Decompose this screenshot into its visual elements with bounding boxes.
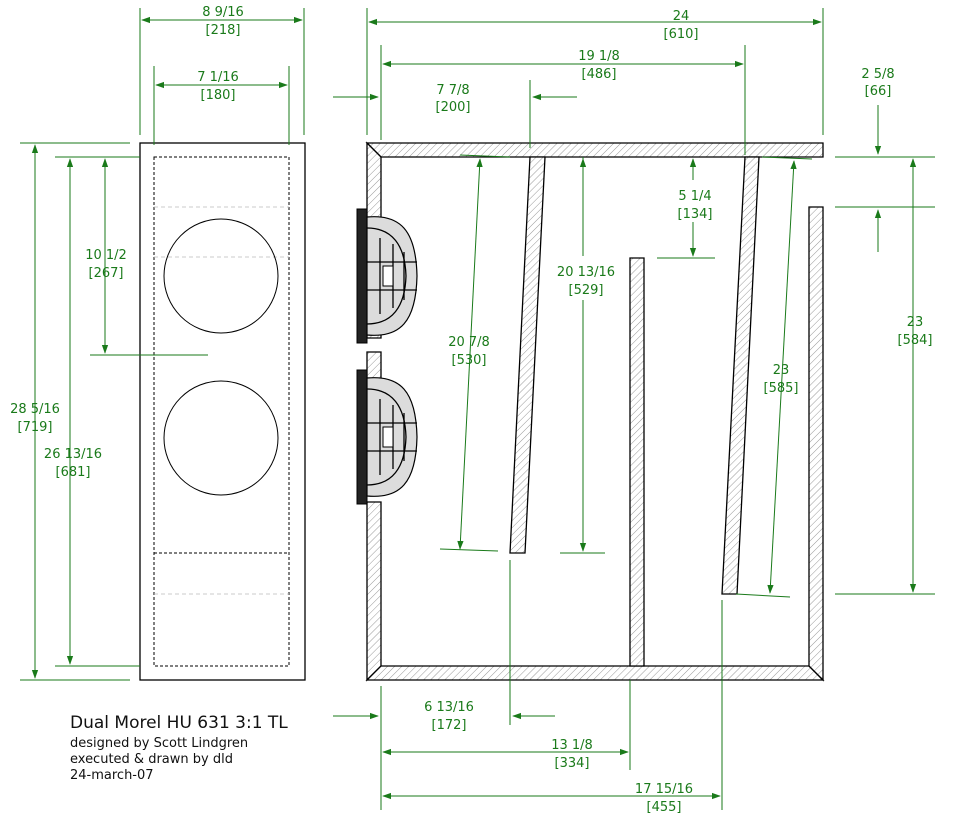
- front-baffle-outline: [139, 142, 306, 681]
- front-dimensions: [20, 8, 305, 681]
- terminus-gap-in: 2 5/8: [861, 67, 894, 82]
- first-divider-offset-mm: [200]: [436, 100, 471, 115]
- side-section: [365, 141, 825, 682]
- drawing-title: Dual Morel HU 631 3:1 TL: [70, 713, 288, 733]
- driver-center-offset-mm: [267]: [89, 266, 124, 281]
- side-outer-width-mm: [610]: [664, 27, 699, 42]
- bottom-first-offset-in: 6 13/16: [424, 700, 474, 715]
- front-inner-outline: [153, 156, 290, 667]
- top-wall: [365, 142, 824, 158]
- side-outer-width-in: 24: [673, 9, 690, 24]
- front-baffle-wall-lower: [366, 501, 382, 682]
- middle-divider-gap-in: 5 1/4: [678, 189, 711, 204]
- bottom-middle-offset-mm: [334]: [555, 756, 590, 771]
- bottom-second-offset-mm: [455]: [647, 800, 682, 815]
- lower-driver-cutout: [163, 380, 279, 496]
- first-divider-length-in: 20 7/8: [448, 335, 490, 350]
- front-inner-height-mm: [681]: [56, 465, 91, 480]
- front-view: [139, 142, 306, 681]
- side-dimensions: [333, 8, 935, 810]
- credit-designer: designed by Scott Lindgren: [70, 736, 248, 751]
- second-divider-length-in: 23: [773, 363, 790, 378]
- bottom-middle-offset-in: 13 1/8: [551, 738, 593, 753]
- top-divider-span-mm: [486]: [582, 67, 617, 82]
- credit-date: 24-march-07: [70, 768, 154, 783]
- front-outer-height-mm: [719]: [18, 420, 53, 435]
- upper-driver-flange: [356, 208, 368, 344]
- middle-divider-gap-mm: [134]: [678, 207, 713, 222]
- right-wall-height-in: 23: [907, 315, 924, 330]
- front-outer-width-in: 8 9/16: [202, 5, 244, 20]
- bottom-wall: [365, 665, 825, 681]
- rear-wall: [808, 206, 824, 682]
- front-baffle-wall-middle: [366, 351, 382, 381]
- front-inner-height-in: 26 13/16: [44, 447, 102, 462]
- front-inner-width-in: 7 1/16: [197, 70, 239, 85]
- upper-driver: [356, 208, 418, 344]
- top-divider-span-in: 19 1/8: [578, 49, 620, 64]
- bottom-first-offset-mm: [172]: [432, 718, 467, 733]
- middle-divider: [629, 257, 645, 667]
- middle-divider-length-mm: [529]: [569, 283, 604, 298]
- driver-center-offset-in: 10 1/2: [85, 248, 127, 263]
- upper-driver-cutout: [163, 218, 279, 334]
- second-slanted-divider: [721, 156, 760, 595]
- bottom-second-offset-in: 17 15/16: [635, 782, 693, 797]
- first-divider-offset-in: 7 7/8: [436, 83, 469, 98]
- first-divider-length-mm: [530]: [452, 353, 487, 368]
- lower-driver: [356, 369, 418, 505]
- terminus-gap-mm: [66]: [865, 84, 892, 99]
- middle-divider-length-in: 20 13/16: [557, 265, 615, 280]
- lower-driver-flange: [356, 369, 368, 505]
- first-slanted-divider: [509, 156, 546, 554]
- front-inner-width-mm: [180]: [201, 88, 236, 103]
- front-outer-width-mm: [218]: [206, 23, 241, 38]
- credit-drafter: executed & drawn by dld: [70, 752, 233, 767]
- second-divider-length-mm: [585]: [764, 381, 799, 396]
- front-outer-height-in: 28 5/16: [10, 402, 60, 417]
- right-wall-height-mm: [584]: [898, 333, 933, 348]
